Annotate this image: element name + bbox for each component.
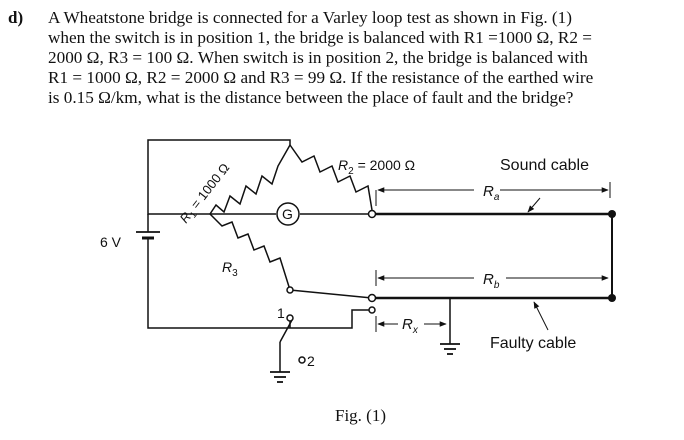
- battery-return-wire: [147, 246, 372, 329]
- r3-to-cable-wire: [289, 289, 373, 299]
- switch-earth-symbol: [270, 371, 290, 383]
- svg-text:R1 = 1000 Ω: R1 = 1000 Ω: [177, 160, 235, 227]
- rx-label: Rx: [402, 316, 419, 336]
- r3-resistor: [209, 213, 291, 291]
- r3-label: R3: [222, 259, 238, 279]
- battery-loop-wire: [147, 139, 291, 215]
- far-end-dot-top: [608, 210, 616, 218]
- question-line-2: when the switch is in position 1, the br…: [48, 28, 592, 47]
- switch-pos1-label: 1: [277, 305, 285, 321]
- terminal-sound-start: [367, 209, 377, 219]
- terminal-return: [368, 306, 376, 314]
- question-line-4: R1 = 1000 Ω, R2 = 2000 Ω and R3 = 99 Ω. …: [48, 68, 594, 87]
- rb-label: Rb: [483, 271, 500, 291]
- battery-symbol: [136, 214, 160, 246]
- question-line-5: is 0.15 Ω/km, what is the distance betwe…: [48, 88, 574, 107]
- switch-blade: [279, 319, 293, 343]
- r1-resistor: [209, 144, 291, 215]
- r2-resistor: [289, 144, 373, 211]
- galvanometer-label: G: [282, 206, 293, 222]
- galvanometer: [276, 202, 300, 226]
- faulty-cable-pointer: [533, 301, 549, 331]
- faulty-cable-label: Faulty cable: [490, 335, 576, 352]
- terminal-cable-start: [367, 293, 377, 303]
- switch-pos2-label: 2: [307, 353, 315, 369]
- question-line-3: 2000 Ω, R3 = 100 Ω. When switch is in po…: [48, 48, 588, 67]
- fault-earth-symbol: [440, 343, 460, 355]
- switch-terminal-2: [298, 356, 306, 364]
- ra-label: Ra: [483, 183, 500, 203]
- terminal-r3: [286, 286, 294, 294]
- question-label: d): [8, 8, 24, 27]
- figure-caption: Fig. (1): [335, 406, 386, 425]
- r2-label: R2 = 2000 Ω: [338, 157, 415, 177]
- far-end-dot-bottom: [608, 294, 616, 302]
- sound-cable-pointer: [527, 197, 541, 213]
- battery-label: 6 V: [100, 234, 122, 250]
- switch-blade-alt: [280, 342, 300, 358]
- r1-label: R1 = 1000 Ω: [177, 160, 235, 227]
- question-line-1: A Wheatstone bridge is connected for a V…: [48, 8, 572, 27]
- sound-cable-label: Sound cable: [500, 157, 589, 174]
